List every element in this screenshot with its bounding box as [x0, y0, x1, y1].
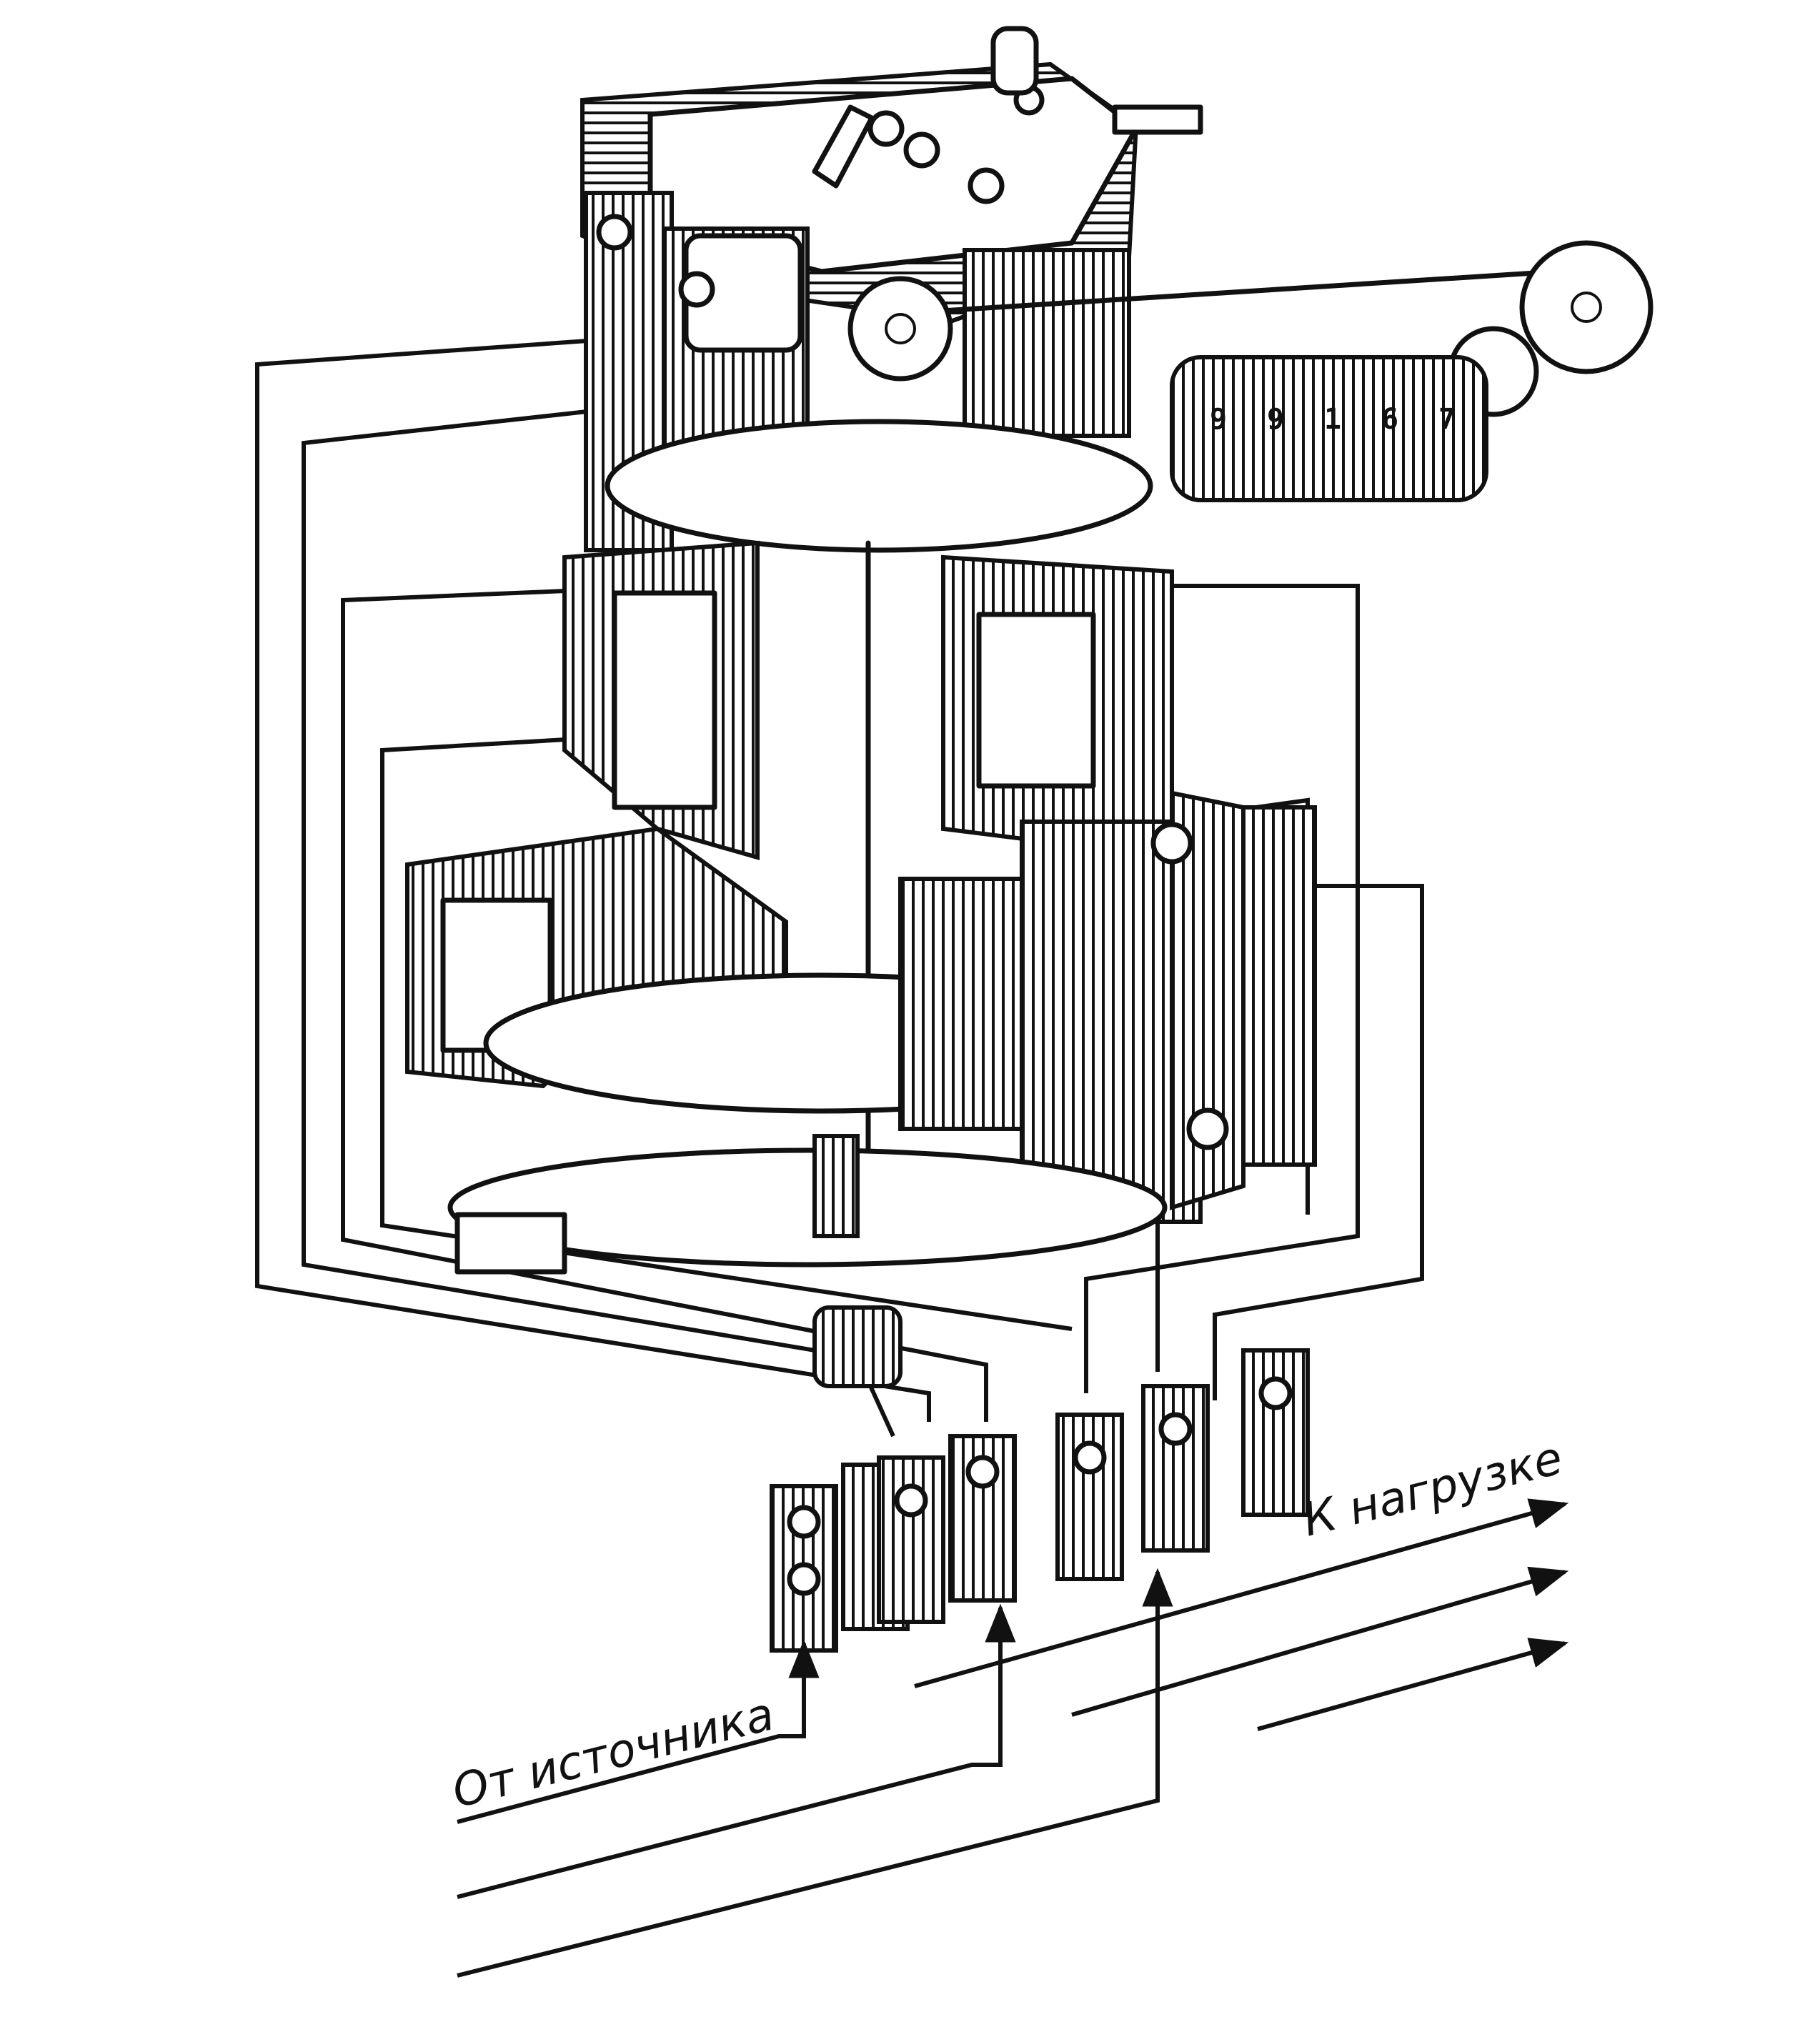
counter-digit: 1: [1324, 403, 1341, 436]
screw: [787, 1505, 821, 1539]
gear-small: [847, 276, 953, 382]
base-lever: [454, 1212, 567, 1275]
terminal-block: [770, 1348, 1310, 1653]
source-line-1: [457, 1639, 820, 1824]
source-line-3: [457, 1568, 1173, 1978]
digit-counter: 9 9 1 6 7: [1170, 355, 1488, 502]
right-bracket: [963, 248, 1131, 438]
magnet-left-window: [612, 590, 717, 810]
source-line-2: [457, 1603, 1016, 1899]
bearing-post: [812, 1134, 860, 1238]
screw: [965, 1455, 1000, 1489]
load-line-3: [1257, 1638, 1569, 1731]
regulator-arm: [812, 104, 875, 189]
gear-large-hub: [1571, 292, 1602, 323]
base-plate: [447, 1147, 1168, 1268]
gear-large: [1519, 240, 1654, 374]
load-line-1: [914, 1498, 1569, 1688]
screw: [867, 110, 905, 147]
screw: [1158, 1412, 1193, 1446]
screw: [596, 214, 633, 251]
upper-magnet: [562, 540, 1174, 860]
terminal-bracket: [1170, 790, 1245, 1211]
gear-small-hub: [885, 313, 916, 344]
screw: [968, 167, 1005, 204]
counter-digit: 9: [1267, 403, 1284, 436]
regulator-lever: [1112, 104, 1203, 135]
wire-loop-3: [341, 584, 988, 1422]
supply-lines: [457, 1498, 1569, 1978]
counter-digit: 6: [1381, 403, 1398, 436]
screw: [894, 1483, 928, 1518]
current-coils: [898, 790, 1317, 1224]
terminal: [1241, 1348, 1310, 1517]
wire-loop-5: [1072, 584, 1360, 1393]
side-plate: [1241, 805, 1317, 1167]
base: [447, 1134, 1168, 1388]
adjust-knob: [990, 26, 1039, 96]
load-line-2: [1071, 1566, 1569, 1717]
counter-digit: 7: [1438, 403, 1456, 436]
gear-train: [847, 240, 1654, 417]
wire-loop-6: [1213, 884, 1424, 1400]
magnet-right-window: [976, 612, 1096, 789]
wire-loop-1: [255, 334, 931, 1422]
screw: [1073, 1440, 1107, 1475]
screw: [678, 271, 715, 308]
counter-drum: [1170, 355, 1488, 502]
terminal: [877, 1455, 945, 1624]
upper-platform: [605, 419, 1153, 553]
current-coil-left: [898, 877, 1045, 1131]
screw: [1186, 1107, 1229, 1150]
screw: [903, 131, 940, 169]
counter-shaft: [883, 269, 1561, 317]
terminal: [1055, 1413, 1124, 1581]
screw: [787, 1562, 821, 1596]
source-label: От источника: [447, 1688, 780, 1818]
terminal: [1141, 1384, 1210, 1553]
load-label: К нагрузке: [1298, 1432, 1568, 1548]
counter-digit: 9: [1210, 403, 1227, 436]
counter-digits: 9 9 1 6 7: [1210, 403, 1456, 436]
screw: [1150, 822, 1193, 865]
screw: [1258, 1376, 1293, 1410]
bottom-nut: [812, 1305, 902, 1388]
